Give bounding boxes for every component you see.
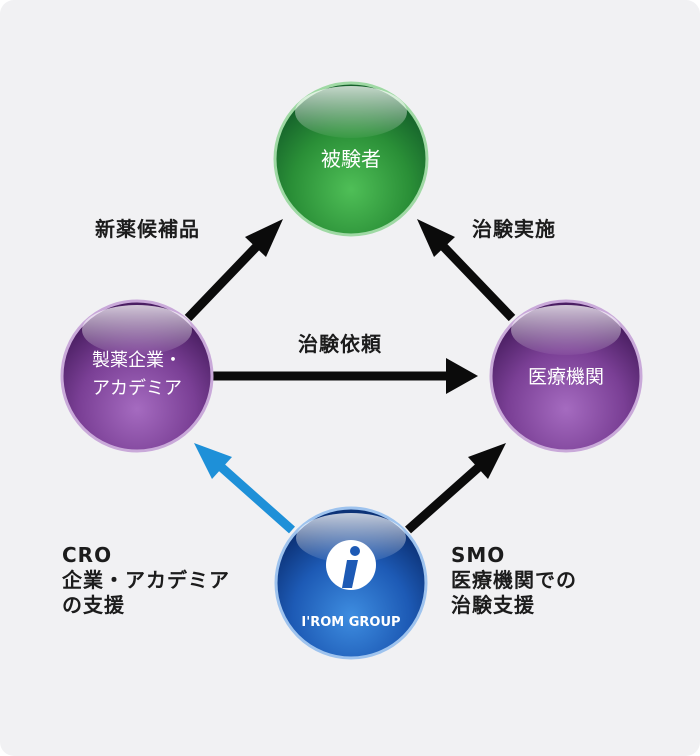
arrow-pharma-to-subject [184,219,283,322]
arrow-medical-to-subject [417,219,516,322]
arrow-irom-to-pharma [194,443,295,534]
arrow-pharma-to-medical [213,358,478,394]
label-cro-line3: の支援 [62,593,125,617]
label-new-drug-candidate: 新薬候補品 [95,217,200,241]
node-medical-institution: 医療機関 [489,299,643,453]
arrow-irom-to-medical [405,443,506,534]
label-cro-line1: CRO [62,543,113,567]
label-cro-line2: 企業・アカデミア [62,568,230,592]
irom-logo-icon [326,540,376,590]
node-medical-label: 医療機関 [528,366,604,388]
node-irom-group: I'ROM GROUP [274,506,428,660]
label-smo-line1: SMO [451,543,506,567]
label-cro-block: CRO 企業・アカデミア の支援 [62,543,230,618]
irom-logo-text: I'ROM GROUP [301,615,400,630]
node-pharma-label-line1: 製薬企業・ [92,350,182,371]
label-clinical-trial-request: 治験依頼 [298,332,382,356]
node-subject-label: 被験者 [321,147,381,171]
label-clinical-trial-execution: 治験実施 [472,217,556,241]
label-smo-line2: 医療機関での [451,568,577,592]
node-pharma-label-line2: アカデミア [92,378,182,399]
node-pharma-academia: 製薬企業・ アカデミア [60,299,214,453]
label-smo-line3: 治験支援 [451,593,535,617]
node-subject: 被験者 [273,81,429,237]
label-smo-block: SMO 医療機関での 治験支援 [451,543,577,618]
